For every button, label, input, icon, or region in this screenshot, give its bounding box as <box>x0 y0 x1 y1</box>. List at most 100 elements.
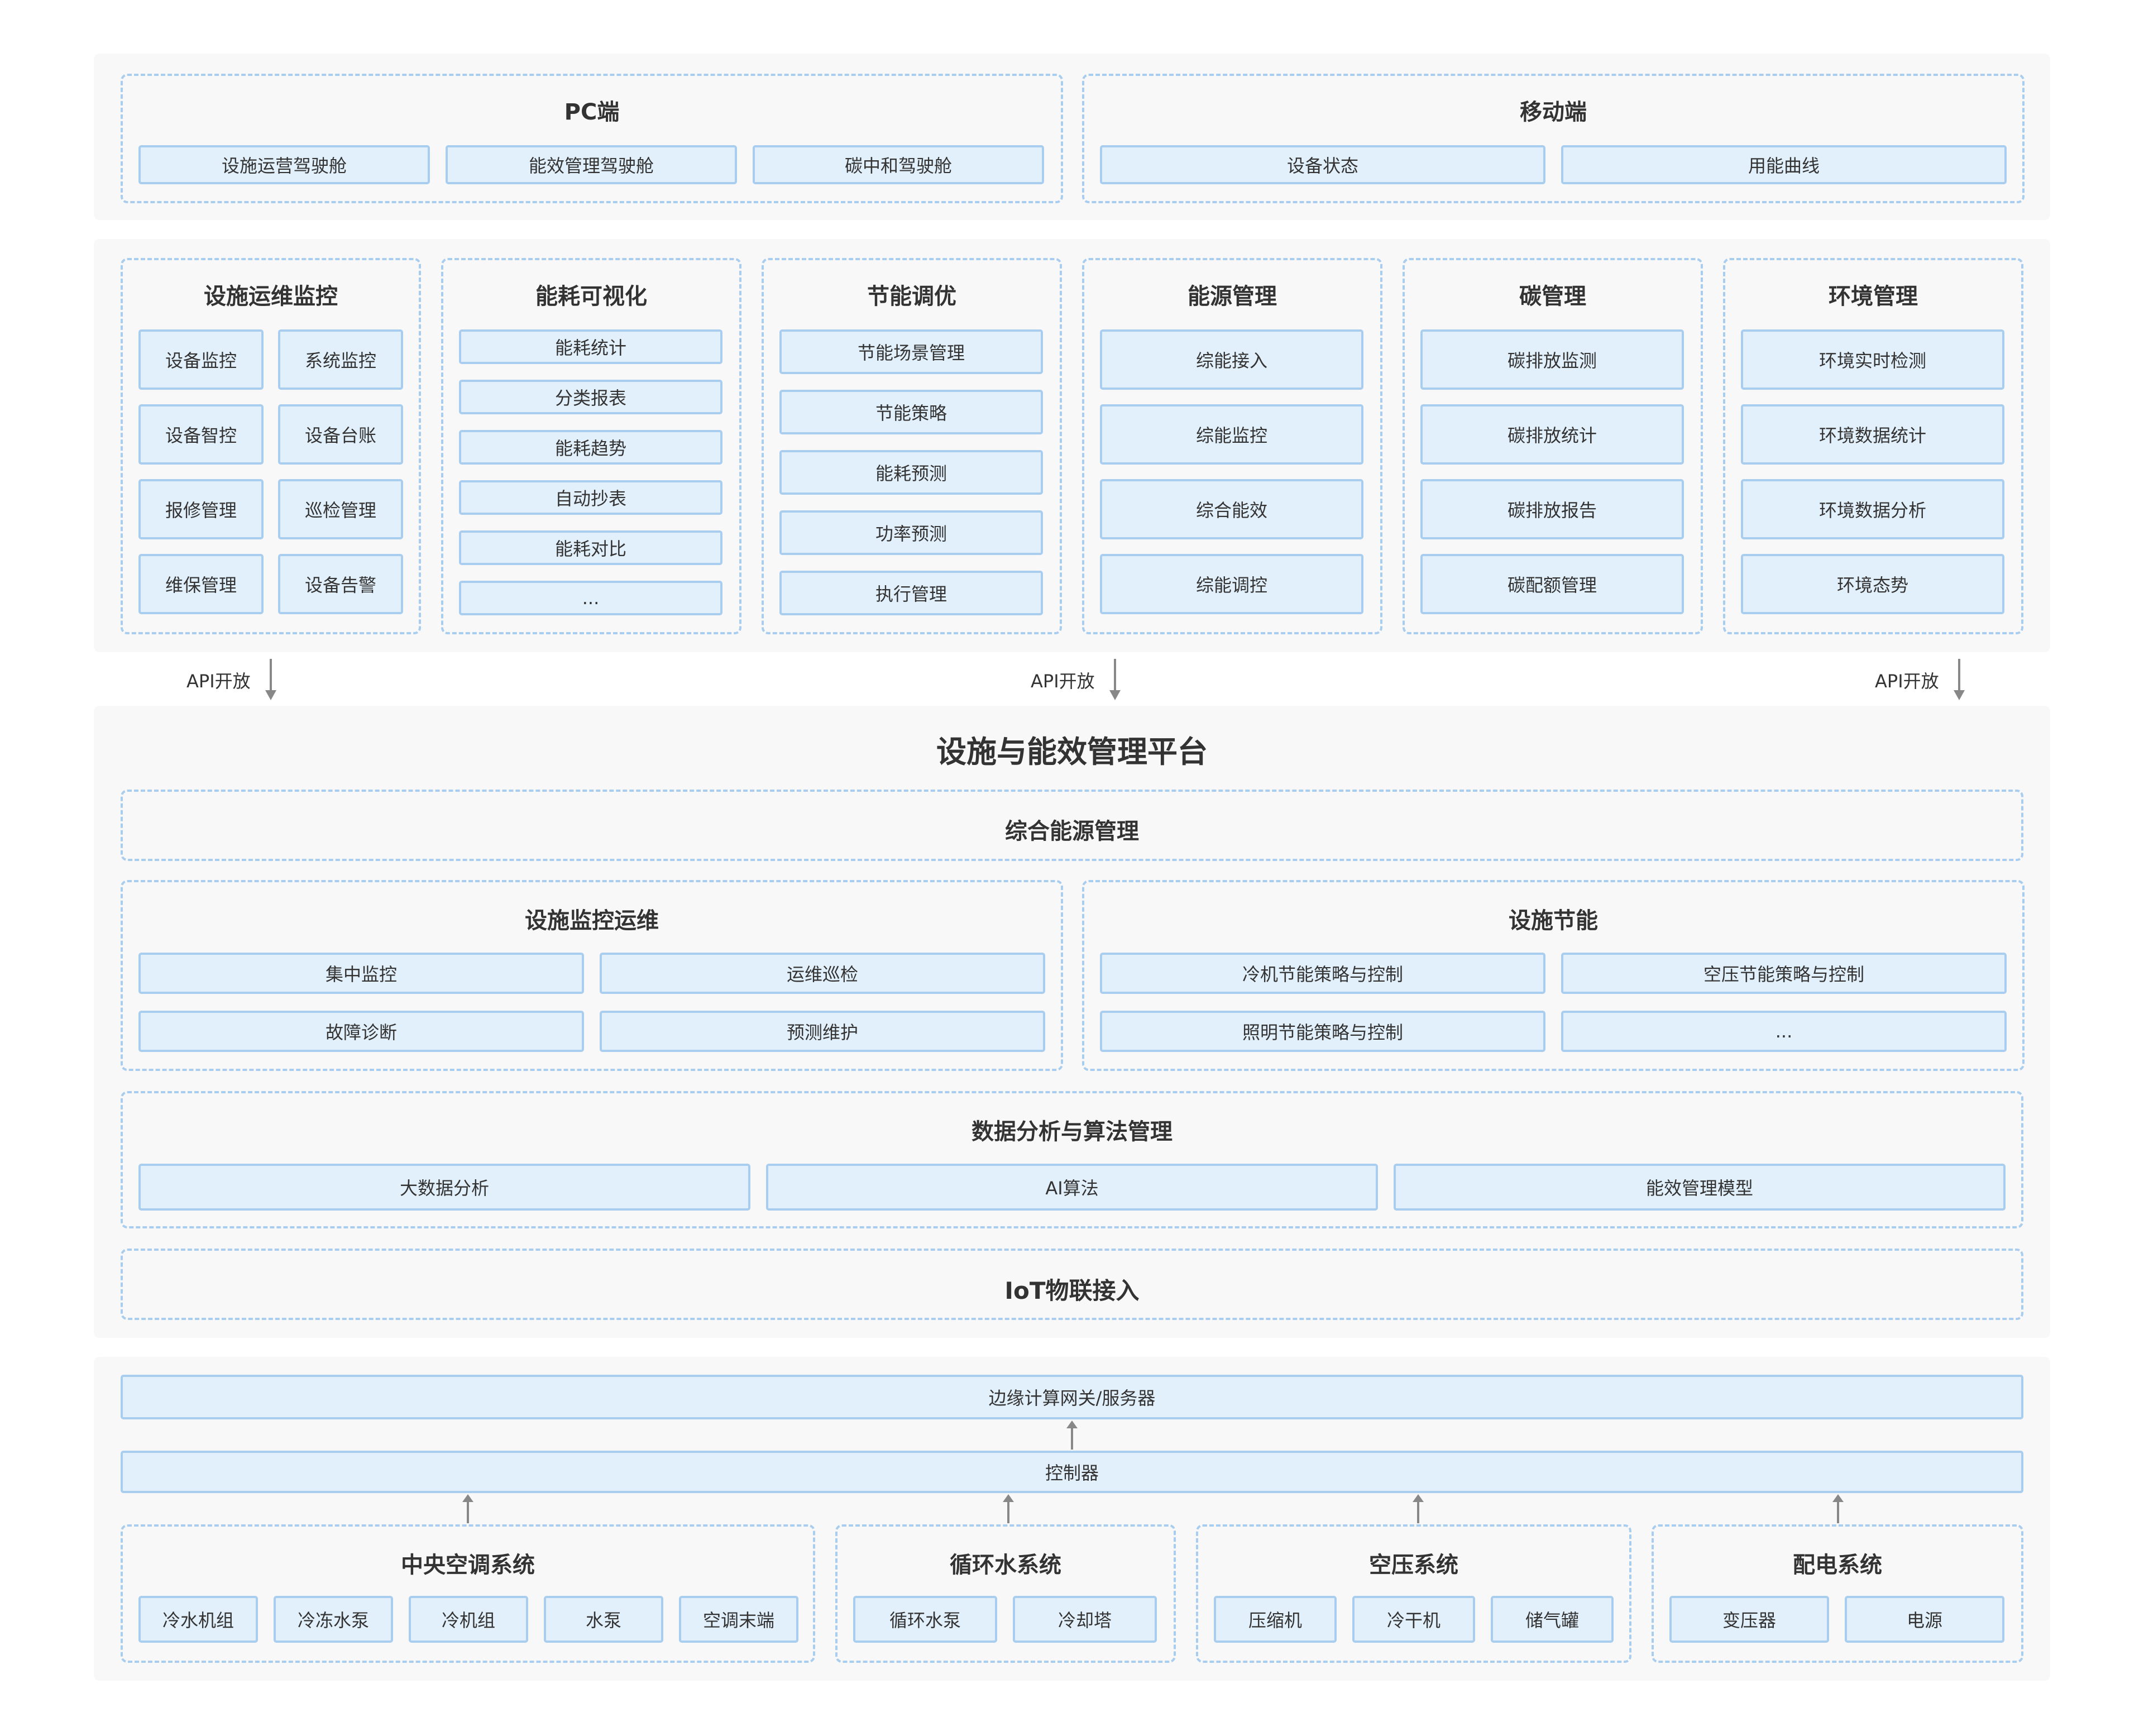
air-item: 储气罐 <box>1491 1596 1614 1643</box>
integrated-energy-title: 综合能源管理 <box>1005 819 1139 844</box>
env-mgmt-group: 环境管理 <box>1723 258 2023 634</box>
mobile-item-device-status: 设备状态 <box>1100 145 1545 184</box>
energy-mgmt-item: 综能调控 <box>1100 554 1363 614</box>
carbon-mgmt-item: 碳配额管理 <box>1420 554 1684 614</box>
air-item: 压缩机 <box>1214 1596 1337 1643</box>
data-analysis-item: AI算法 <box>766 1164 1378 1211</box>
api-open-label-right: API开放 <box>1875 671 1939 692</box>
energy-viz-item: 能耗趋势 <box>459 430 722 465</box>
api-open-label-middle: API开放 <box>1031 671 1095 692</box>
energy-mgmt-group: 能源管理 <box>1082 258 1382 634</box>
air-system-title: 空压系统 <box>1369 1552 1458 1578</box>
facility-ops-item: 报修管理 <box>138 479 264 539</box>
facility-ops-item: 系统监控 <box>278 329 403 390</box>
energy-viz-item: 分类报表 <box>459 380 722 414</box>
client-layer-panel <box>94 54 2050 220</box>
hvac-item: 冷冻水泵 <box>274 1596 393 1643</box>
power-system-group: 配电系统 <box>1652 1524 2023 1663</box>
pc-item-efficiency-cockpit: 能效管理驾驶舱 <box>446 145 737 184</box>
saving-item: 空压节能策略与控制 <box>1561 953 2007 994</box>
power-system-title: 配电系统 <box>1793 1552 1882 1578</box>
water-item: 冷却塔 <box>1013 1596 1157 1643</box>
saving-item: ... <box>1561 1011 2007 1052</box>
air-item: 冷干机 <box>1352 1596 1475 1643</box>
carbon-mgmt-title: 碳管理 <box>1519 284 1586 309</box>
down-arrow-icon <box>1954 659 1965 700</box>
api-open-label-left: API开放 <box>186 671 251 692</box>
platform-title: 设施与能效管理平台 <box>936 734 1208 769</box>
facility-ops-item: 巡检管理 <box>278 479 403 539</box>
saving-item: 照明节能策略与控制 <box>1100 1011 1545 1052</box>
energy-saving-item: 节能策略 <box>779 390 1043 434</box>
energy-viz-item: 自动抄表 <box>459 480 722 515</box>
power-item: 电源 <box>1845 1596 2004 1643</box>
energy-saving-item: 功率预测 <box>779 510 1043 555</box>
facility-ops-item: 维保管理 <box>138 554 264 614</box>
facility-saving-group: 设施节能 <box>1082 880 2025 1071</box>
controller-bar: 控制器 <box>121 1451 2023 1493</box>
carbon-mgmt-group: 碳管理 <box>1403 258 1703 634</box>
pc-item-ops-cockpit: 设施运营驾驶舱 <box>138 145 430 184</box>
env-mgmt-item: 环境实时检测 <box>1741 329 2004 390</box>
down-arrow-icon <box>1109 659 1121 700</box>
pc-item-carbon-cockpit: 碳中和驾驶舱 <box>753 145 1044 184</box>
monitoring-item: 预测维护 <box>600 1011 1045 1052</box>
env-mgmt-item: 环境数据统计 <box>1741 404 2004 465</box>
facility-ops-title: 设施运维监控 <box>204 284 338 309</box>
monitoring-item: 集中监控 <box>138 953 584 994</box>
hvac-item: 空调末端 <box>679 1596 798 1643</box>
hvac-item: 冷水机组 <box>138 1596 258 1643</box>
monitoring-item: 运维巡检 <box>600 953 1045 994</box>
env-mgmt-item: 环境态势 <box>1741 554 2004 614</box>
mobile-item-usage-curve: 用能曲线 <box>1561 145 2007 184</box>
monitoring-item: 故障诊断 <box>138 1011 584 1052</box>
hvac-item: 水泵 <box>544 1596 663 1643</box>
env-mgmt-title: 环境管理 <box>1829 284 1918 309</box>
water-system-group: 循环水系统 <box>835 1524 1176 1663</box>
energy-saving-group: 节能调优 <box>762 258 1062 634</box>
energy-mgmt-item: 综能接入 <box>1100 329 1363 390</box>
mobile-group: 移动端 <box>1082 74 2025 203</box>
energy-saving-item: 能耗预测 <box>779 450 1043 495</box>
data-analysis-group: 数据分析与算法管理 <box>121 1091 2023 1228</box>
facility-monitoring-group: 设施监控运维 <box>121 880 1063 1071</box>
energy-viz-item: 能耗对比 <box>459 530 722 565</box>
energy-saving-title: 节能调优 <box>867 284 956 309</box>
down-arrow-icon <box>265 659 276 700</box>
facility-ops-item: 设备告警 <box>278 554 403 614</box>
data-analysis-title: 数据分析与算法管理 <box>972 1119 1172 1145</box>
energy-viz-title: 能耗可视化 <box>535 284 647 309</box>
facility-ops-group: 设施运维监控 <box>121 258 421 634</box>
air-system-group: 空压系统 <box>1196 1524 1631 1663</box>
iot-access-group: IoT物联接入 <box>121 1249 2023 1320</box>
energy-viz-item: 能耗统计 <box>459 329 722 364</box>
energy-viz-group: 能耗可视化 <box>441 258 741 634</box>
energy-saving-item: 执行管理 <box>779 571 1043 615</box>
energy-mgmt-title: 能源管理 <box>1188 284 1277 309</box>
water-item: 循环水泵 <box>853 1596 997 1643</box>
carbon-mgmt-item: 碳排放报告 <box>1420 479 1684 539</box>
facility-ops-item: 设备监控 <box>138 329 264 390</box>
hvac-item: 冷机组 <box>409 1596 528 1643</box>
hvac-system-group: 中央空调系统 <box>121 1524 815 1663</box>
facility-saving-title: 设施节能 <box>1509 908 1598 934</box>
energy-mgmt-item: 综合能效 <box>1100 479 1363 539</box>
facility-ops-item: 设备智控 <box>138 404 264 465</box>
power-item: 变压器 <box>1669 1596 1829 1643</box>
energy-saving-item: 节能场景管理 <box>779 329 1043 374</box>
saving-item: 冷机节能策略与控制 <box>1100 953 1545 994</box>
env-mgmt-item: 环境数据分析 <box>1741 479 2004 539</box>
hvac-system-title: 中央空调系统 <box>401 1552 535 1578</box>
mobile-title: 移动端 <box>1520 99 1587 125</box>
facility-monitoring-title: 设施监控运维 <box>525 908 659 934</box>
carbon-mgmt-item: 碳排放统计 <box>1420 404 1684 465</box>
pc-group: PC端 <box>121 74 1063 203</box>
carbon-mgmt-item: 碳排放监测 <box>1420 329 1684 390</box>
water-system-title: 循环水系统 <box>950 1552 1061 1578</box>
data-analysis-item: 能效管理模型 <box>1394 1164 2006 1211</box>
energy-mgmt-item: 综能监控 <box>1100 404 1363 465</box>
energy-viz-item: ... <box>459 581 722 615</box>
data-analysis-item: 大数据分析 <box>138 1164 750 1211</box>
iot-access-title: IoT物联接入 <box>1004 1277 1140 1304</box>
